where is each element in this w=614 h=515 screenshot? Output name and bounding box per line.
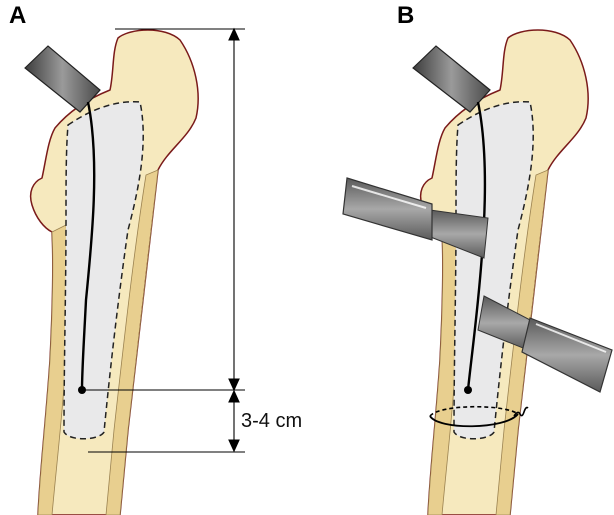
panel-a-femur <box>25 30 198 515</box>
dimension-label: 3-4 cm <box>241 410 302 433</box>
dim-short-arrowhead-top <box>229 391 239 402</box>
dim-long-arrowhead-top <box>229 29 239 40</box>
panel-label-b: B <box>397 2 414 30</box>
panel-label-a: A <box>9 2 26 30</box>
dim-short-arrowhead-bottom <box>229 440 239 451</box>
panel-b-femur <box>343 30 612 515</box>
lower-tool-grip <box>522 318 612 392</box>
dim-long-arrowhead-bottom <box>229 379 239 390</box>
guide-wire-tip-b <box>464 386 472 394</box>
